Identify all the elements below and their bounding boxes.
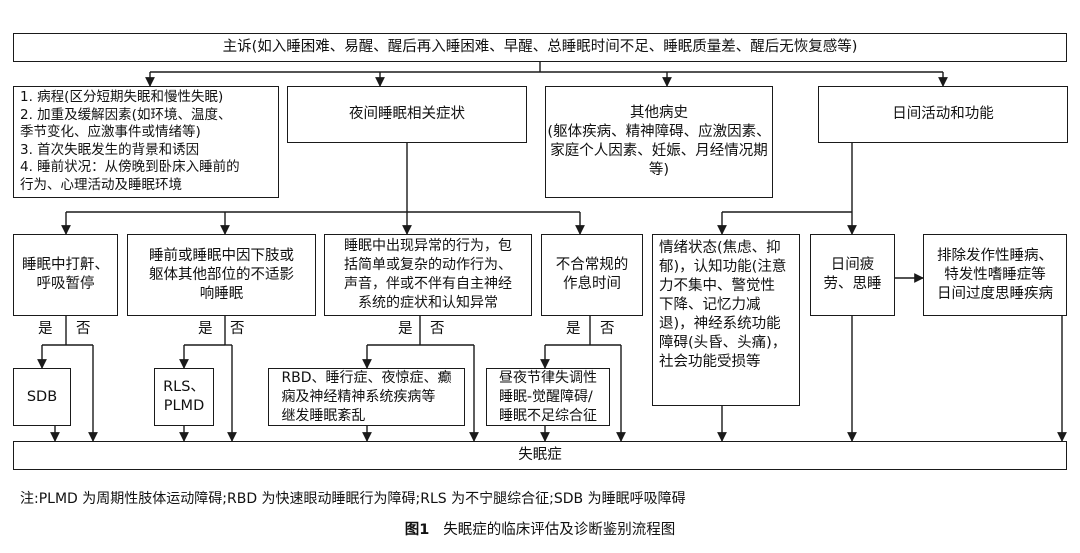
abnormal-behavior-box: 睡眠中出现异常的行为，包 括简单或复杂的动作行为、 声音，伴或不伴有自主神经 系… <box>324 234 532 316</box>
circadian-text: 昼夜节律失调性 睡眠-觉醒障碍/ 睡眠不足综合征 <box>499 369 597 424</box>
history-item-3: 3. 首次失眠发生的背景和诱因 <box>20 141 200 158</box>
exclude-hypersomnia-text: 排除发作性睡病、 特发性嗜睡症等 日间过度思睡疾病 <box>937 247 1053 302</box>
history-item-2: 2. 加重及缓解因素(如环境、温度、 季节变化、应激事件或情绪等) <box>20 106 232 141</box>
daytime-fatigue-box: 日间疲 劳、思睡 <box>810 234 895 316</box>
branch2-no-label: 否 <box>230 321 245 337</box>
emotion-cognition-box: 情绪状态(焦虑、抑 郁)，认知功能(注意 力不集中、警觉性 下降、记忆力减 退)… <box>652 234 800 406</box>
branch4-yes-label: 是 <box>566 321 581 337</box>
abnormal-behavior-text: 睡眠中出现异常的行为，包 括简单或复杂的动作行为、 声音，伴或不伴有自主神经 系… <box>344 238 512 311</box>
branch3-yes-label: 是 <box>398 321 413 337</box>
chief-complaint-box: 主诉(如入睡困难、易醒、醒后再入睡困难、早醒、总睡眠时间不足、睡眠质量差、醒后无… <box>13 33 1067 62</box>
insomnia-text: 失眠症 <box>518 447 562 463</box>
history-item-1: 1. 病程(区分短期失眠和慢性失眠) <box>20 89 224 105</box>
other-history-box: 其他病史 (躯体疾病、精神障碍、应激因素、 家庭个人因素、妊娠、月经情况期 等) <box>545 86 773 198</box>
insomnia-box: 失眠症 <box>13 441 1067 470</box>
branch3-no-label: 否 <box>430 321 445 337</box>
rls-plmd-box: RLS、 PLMD <box>154 368 214 426</box>
limb-discomfort-text: 睡前或睡眠中因下肢或 躯体其他部位的不适影 响睡眠 <box>149 247 294 302</box>
sdb-box: SDB <box>13 368 71 426</box>
irregular-schedule-text: 不合常规的 作息时间 <box>555 257 629 292</box>
chief-complaint-text: 主诉(如入睡困难、易醒、醒后再入睡困难、早醒、总睡眠时间不足、睡眠质量差、醒后无… <box>222 39 858 55</box>
day-function-box: 日间活动和功能 <box>818 86 1068 143</box>
other-history-text: 其他病史 (躯体疾病、精神障碍、应激因素、 家庭个人因素、妊娠、月经情况期 等) <box>547 105 771 178</box>
limb-discomfort-box: 睡前或睡眠中因下肢或 躯体其他部位的不适影 响睡眠 <box>127 234 316 316</box>
footnote: 注:PLMD 为周期性肢体运动障碍;RBD 为快速眼动睡眠行为障碍;RLS 为不… <box>20 491 686 507</box>
circadian-box: 昼夜节律失调性 睡眠-觉醒障碍/ 睡眠不足综合征 <box>486 368 610 426</box>
irregular-schedule-box: 不合常规的 作息时间 <box>541 234 643 316</box>
emotion-cognition-text: 情绪状态(焦虑、抑 郁)，认知功能(注意 力不集中、警觉性 下降、记忆力减 退)… <box>659 240 787 370</box>
history-box: 1. 病程(区分短期失眠和慢性失眠) 2. 加重及缓解因素(如环境、温度、 季节… <box>13 86 279 198</box>
branch4-no-label: 否 <box>600 321 615 337</box>
night-symptoms-text: 夜间睡眠相关症状 <box>349 106 465 122</box>
sdb-text: SDB <box>26 388 58 405</box>
figure-caption: 图1 失眠症的临床评估及诊断鉴别流程图 <box>0 518 1080 539</box>
branch2-yes-label: 是 <box>198 321 213 337</box>
exclude-hypersomnia-box: 排除发作性睡病、 特发性嗜睡症等 日间过度思睡疾病 <box>923 234 1067 316</box>
figure-title: 失眠症的临床评估及诊断鉴别流程图 <box>443 522 676 538</box>
snoring-text: 睡眠中打鼾、 呼吸暂停 <box>22 257 109 292</box>
snoring-box: 睡眠中打鼾、 呼吸暂停 <box>13 234 118 316</box>
night-symptoms-box: 夜间睡眠相关症状 <box>287 86 527 143</box>
figure-number: 图1 <box>404 522 430 538</box>
rbd-box: RBD、睡行症、夜惊症、癫 痫及神经精神系统疾病等 继发睡眠紊乱 <box>268 368 465 426</box>
rbd-text: RBD、睡行症、夜惊症、癫 痫及神经精神系统疾病等 继发睡眠紊乱 <box>281 369 452 424</box>
rls-plmd-text: RLS、 PLMD <box>163 379 205 414</box>
day-function-text: 日间活动和功能 <box>892 106 994 122</box>
branch1-yes-label: 是 <box>38 321 53 337</box>
branch1-no-label: 否 <box>76 321 91 337</box>
history-item-4: 4. 睡前状况：从傍晚到卧床入睡前的 行为、心理活动及睡眠环境 <box>20 159 240 193</box>
daytime-fatigue-text: 日间疲 劳、思睡 <box>823 257 882 292</box>
